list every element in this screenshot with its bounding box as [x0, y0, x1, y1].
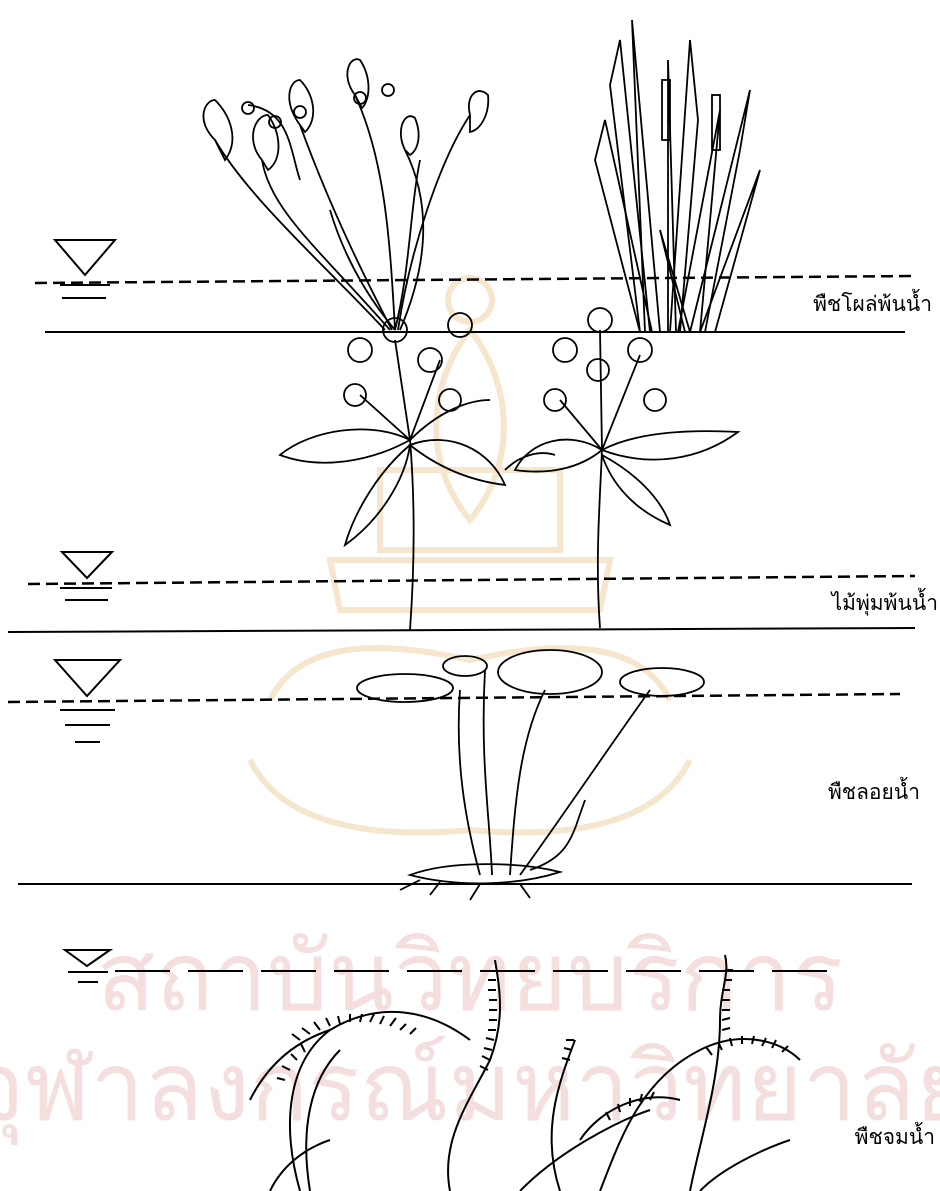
cattail-plant-illustration: [595, 20, 760, 332]
label-emergent-shrub: ไม้พุ่มพ้นน้ำ: [830, 588, 938, 616]
water-lettuce-plant-illustration: [357, 650, 704, 900]
water-level-icon: [55, 240, 115, 298]
water-level-icon: [60, 552, 112, 600]
label-floating: พืชลอยน้ำ: [828, 777, 920, 804]
watermark-line-2: จุฬาลงกรณ์มหาวิทยาลัย: [0, 1031, 940, 1146]
bed-line: [8, 628, 915, 632]
label-emergent-herb: พืชโผล่พ้นน้ำ: [813, 289, 932, 316]
water-surface-line: [8, 694, 900, 702]
label-submerged: พืชจมน้ำ: [855, 1122, 935, 1149]
water-surface-line: [28, 576, 915, 584]
arrowhead-plant-illustration: [203, 59, 488, 330]
watermark: สถาบันวิทยบริการ จุฬาลงกรณ์มหาวิทยาลัย: [0, 278, 940, 1146]
watermark-emblem: [250, 278, 690, 832]
watermark-line-1: สถาบันวิทยบริการ: [97, 921, 844, 1033]
panel-floating: [8, 650, 912, 900]
panel-emergent-herb: [35, 20, 915, 332]
